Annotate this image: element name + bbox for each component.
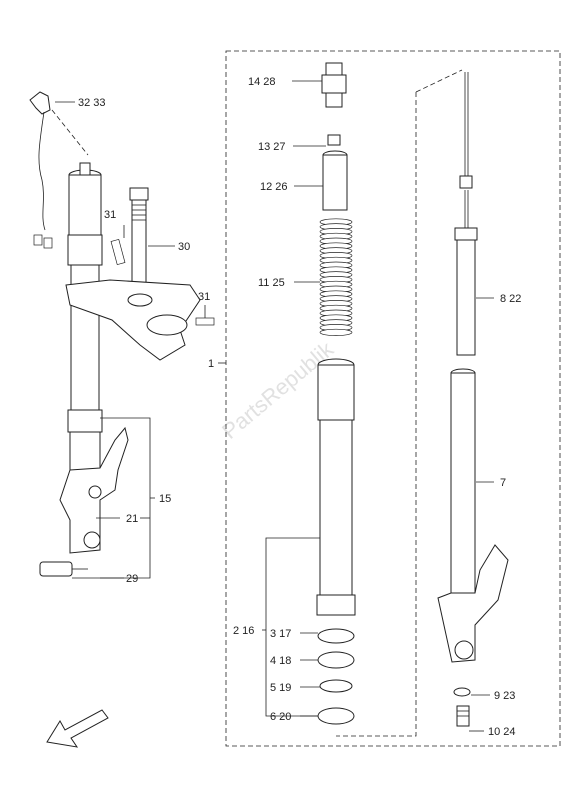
label-30: 30 <box>178 241 190 253</box>
label-21: 21 <box>126 513 138 525</box>
label-9-23: 9 23 <box>494 690 515 702</box>
label-4-18: 4 18 <box>270 655 291 667</box>
inner-tube <box>437 368 509 663</box>
label-12-26: 12 26 <box>260 181 288 193</box>
axle-bolt <box>39 561 88 577</box>
outer-tube <box>316 358 356 616</box>
label-1: 1 <box>208 358 214 370</box>
oil-seal <box>317 651 355 669</box>
label-3-17: 3 17 <box>270 628 291 640</box>
label-6-20: 6 20 <box>270 711 291 723</box>
cap-bolt <box>321 62 347 108</box>
label-8-22: 8 22 <box>500 293 521 305</box>
label-10-24: 10 24 <box>488 726 516 738</box>
copper-washer <box>453 687 471 697</box>
washer <box>317 707 355 725</box>
bolt-31a <box>110 238 126 266</box>
lock-nut <box>327 134 341 146</box>
label-13-27: 13 27 <box>258 141 286 153</box>
bottom-bolt <box>456 705 470 727</box>
label-2-16: 2 16 <box>233 625 254 637</box>
label-32-33: 32 33 <box>78 97 106 109</box>
label-11-25: 11 25 <box>258 277 285 289</box>
damper-rod <box>454 72 478 356</box>
fork-spring <box>319 218 353 336</box>
lower-bracket <box>65 279 201 361</box>
label-31b: 31 <box>198 291 210 303</box>
bolt-31b <box>195 317 215 326</box>
left-fork-assembly <box>29 91 215 579</box>
label-14-28: 14 28 <box>248 76 276 88</box>
steering-stem <box>129 187 149 296</box>
dust-seal <box>317 628 355 644</box>
exploded-parts-frame <box>218 50 561 747</box>
sensor-part <box>29 91 53 249</box>
left-fork-tube <box>67 162 103 473</box>
label-5-19: 5 19 <box>270 682 291 694</box>
label-31a: 31 <box>104 209 116 221</box>
arrow-front-icon <box>46 709 109 748</box>
axle-bracket <box>59 426 129 554</box>
spacer-tube <box>322 150 348 211</box>
label-29: 29 <box>126 573 138 585</box>
label-15: 15 <box>159 493 171 505</box>
spring-coil <box>319 328 353 336</box>
clip <box>319 679 353 693</box>
label-7: 7 <box>500 477 506 489</box>
